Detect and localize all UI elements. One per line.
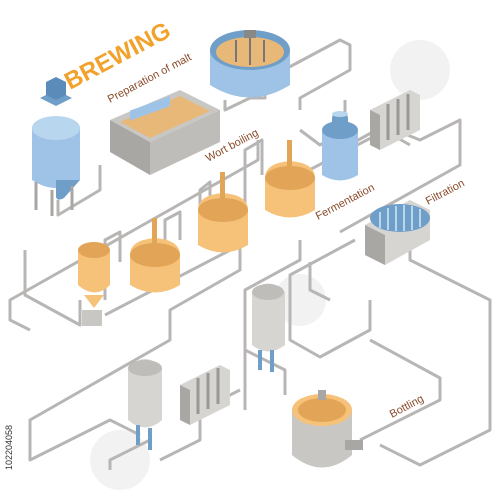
filter-icon [180, 365, 230, 425]
watermark [90, 40, 450, 490]
bottling-tank-icon [292, 390, 363, 468]
mash-tun-icon [210, 30, 290, 98]
coil-filter-icon [365, 200, 430, 265]
kettle-icon [265, 140, 315, 218]
kettle-icon [198, 172, 248, 253]
fermenter-icon [322, 111, 358, 181]
filter-icon [370, 90, 420, 150]
stock-id: 102204058 [4, 425, 14, 470]
title: BREWING [60, 17, 175, 95]
malt-trough-icon [110, 90, 220, 175]
hopper-icon [32, 77, 80, 216]
storage-tank-icon [252, 283, 285, 372]
storage-tank-icon [128, 359, 162, 450]
kettle-icon [78, 242, 110, 326]
kettle-icon [130, 218, 180, 293]
